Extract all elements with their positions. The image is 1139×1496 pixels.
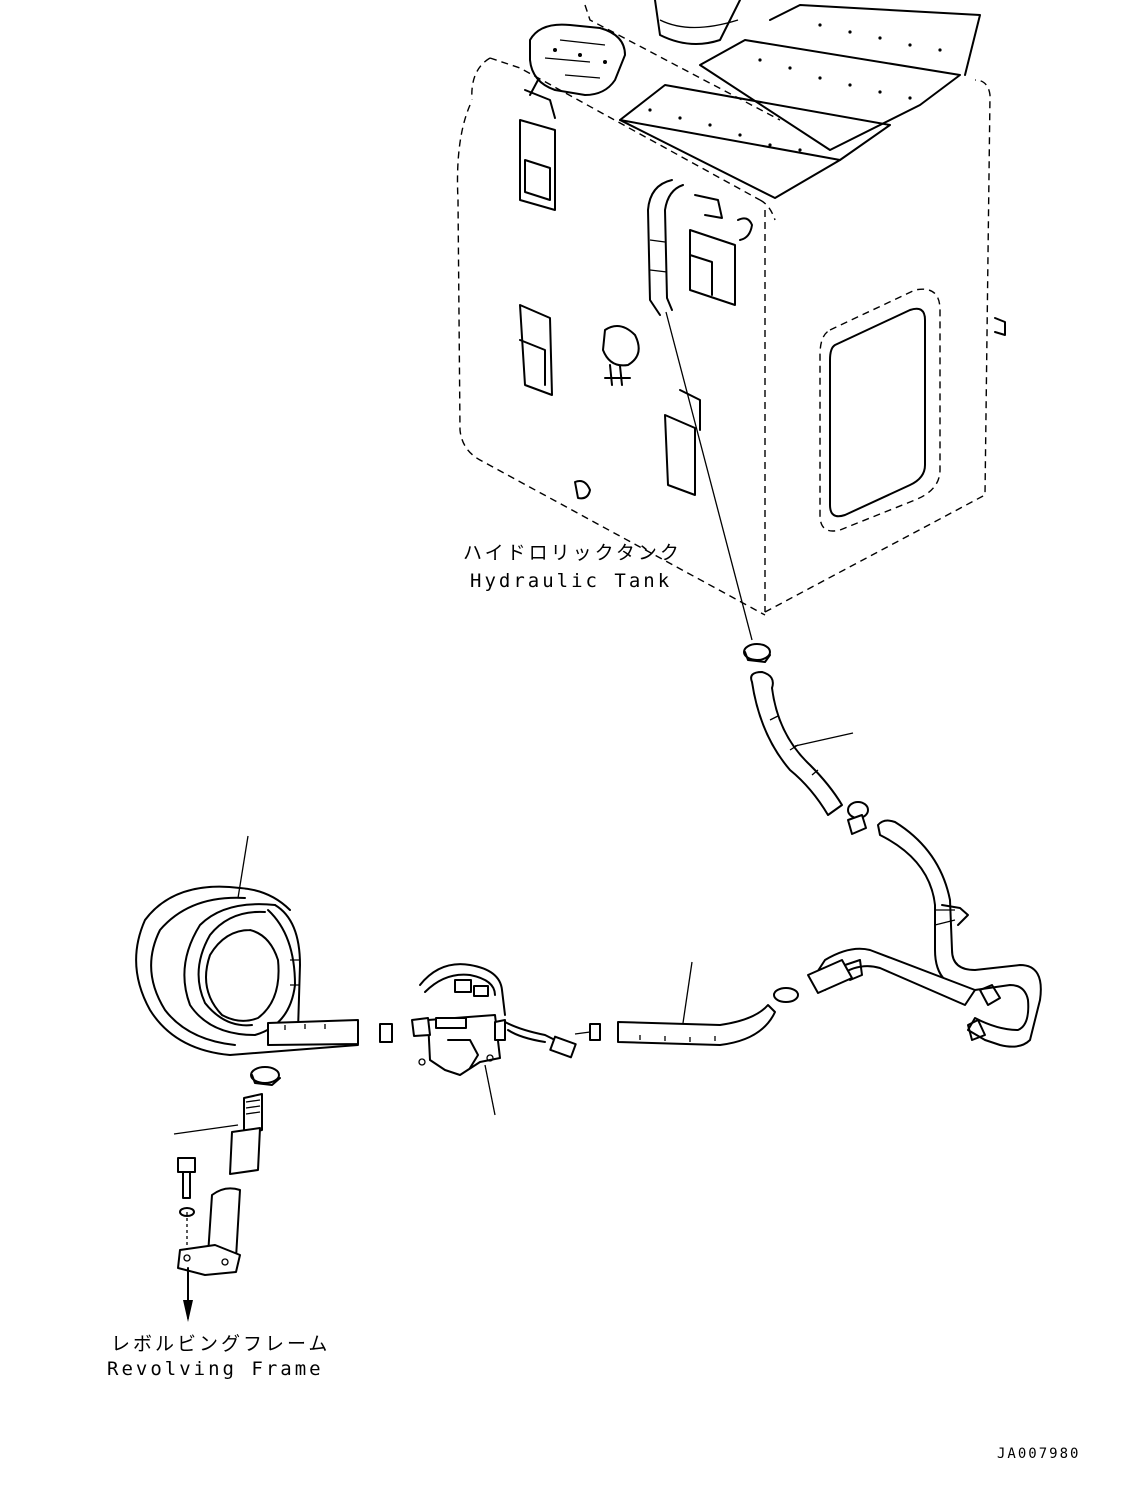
line-filter-icon	[379, 963, 591, 1116]
hydraulic-tank-icon	[456, 0, 1006, 616]
drawing-code: JA007980	[997, 1446, 1081, 1462]
arrow-down-icon	[183, 1267, 193, 1322]
hydraulic-tank-label-en: Hydraulic Tank	[470, 570, 673, 592]
revolving-frame-label-en: Revolving Frame	[107, 1358, 324, 1380]
hose-coil-icon	[135, 835, 359, 1056]
elbow-fitting-icon	[173, 1066, 281, 1276]
upper-hose-icon	[589, 643, 1042, 1048]
revolving-frame-label-jp: レボルビングフレーム	[111, 1333, 331, 1355]
hydraulic-tank-label-jp: ハイドロリックタンク	[463, 542, 682, 564]
